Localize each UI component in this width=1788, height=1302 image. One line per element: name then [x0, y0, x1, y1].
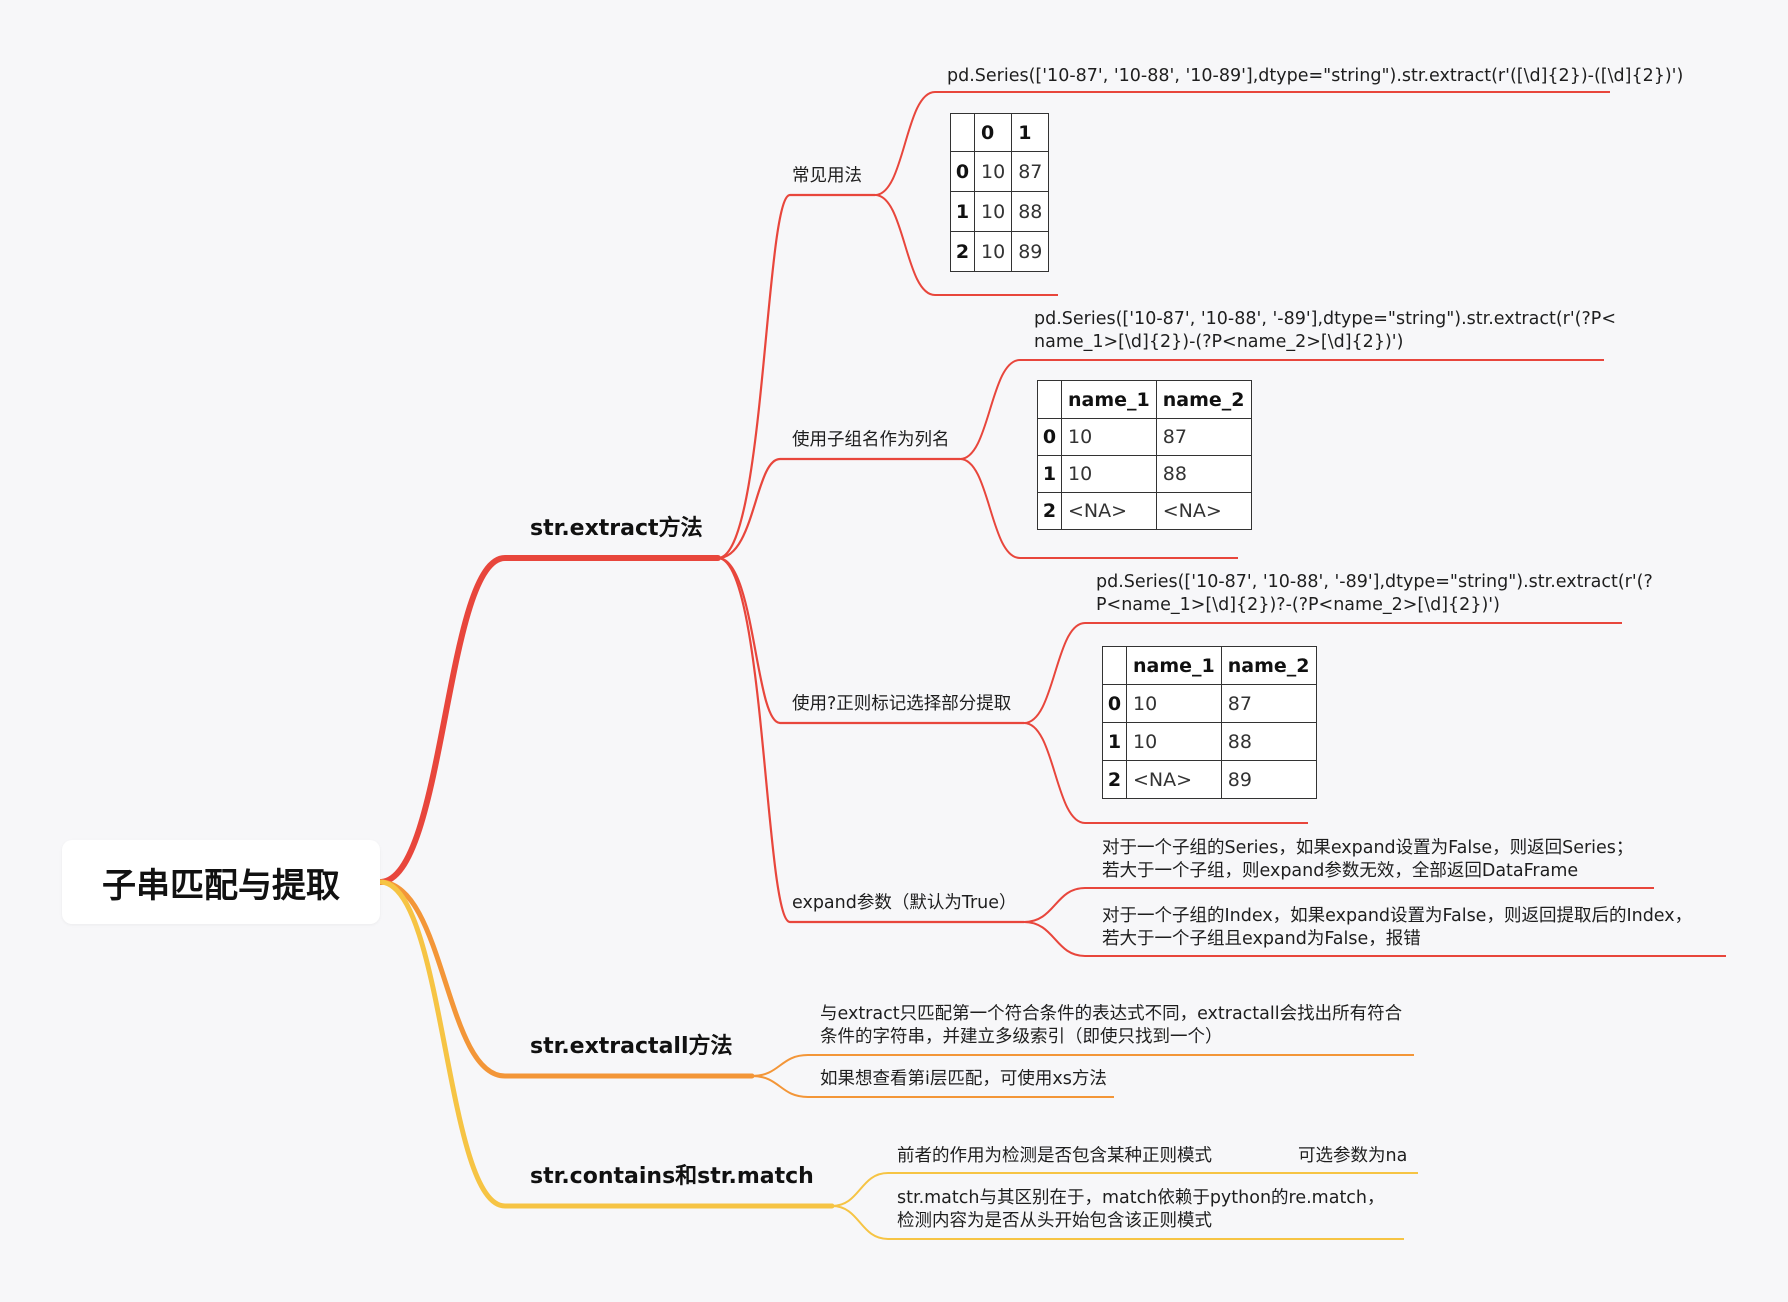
named-result-table: name_1 name_2 0 10 87 1 10 88 2 <NA> <NA… [1037, 380, 1252, 530]
table-header-row: 0 1 [950, 113, 1050, 152]
branch-extractall-note1 [751, 1054, 1414, 1077]
table-row: 1 10 88 [1037, 455, 1252, 493]
branch-named-table [959, 458, 1238, 559]
branch-root-extract [377, 555, 721, 885]
table-cell: 88 [1155, 455, 1252, 493]
table-row: 1 10 88 [950, 191, 1050, 232]
table-row: 2 10 89 [950, 231, 1050, 272]
expand-note2-line2: 若大于一个子组且expand为False，报错 [1102, 929, 1421, 949]
optional-code-line2: P<name_1>[\d]{2})?-(?P<name_2>[\d]{2})') [1096, 595, 1500, 615]
contains-note1-sub: 可选参数为na [1298, 1146, 1408, 1166]
table-row: 0 10 87 [950, 151, 1050, 192]
contains-note2-line2: 检测内容为是否从头开始包含该正则模式 [897, 1211, 1212, 1231]
expand-note1-line1: 对于一个子组的Series，如果expand设置为False，则返回Series… [1102, 838, 1634, 858]
branch-extract-expand [717, 556, 1024, 924]
branch-common-code [874, 91, 1610, 196]
table-cell: <NA> [1155, 492, 1252, 530]
table-cell: name_1 [1126, 646, 1222, 685]
table-cell: 87 [1220, 684, 1317, 723]
node-str-extractall[interactable]: str.extractall方法 [530, 1034, 733, 1059]
node-named-groups[interactable]: 使用子组名作为列名 [792, 430, 950, 450]
optional-result-table: name_1 name_2 0 10 87 1 10 88 2 <NA> 89 [1102, 646, 1317, 799]
table-cell: <NA> [1126, 760, 1222, 799]
branch-expand-note1 [1023, 887, 1654, 923]
table-cell: 10 [1061, 418, 1157, 456]
table-header-cell: 0 [973, 113, 1013, 152]
table-cell [1102, 646, 1127, 685]
branch-optional-code [1023, 622, 1622, 724]
extractall-note1-line1: 与extract只匹配第一个符合条件的表达式不同，extractall会找出所有… [820, 1004, 1403, 1024]
expand-note1-line2: 若大于一个子组，则expand参数无效，全部返回DataFrame [1102, 861, 1579, 881]
table-cell: name_2 [1155, 380, 1252, 419]
table-cell: 88 [1220, 722, 1317, 761]
named-code-line1: pd.Series(['10-87', '10-88', '-89'],dtyp… [1034, 309, 1617, 329]
branch-named-code [959, 359, 1604, 460]
table-cell: 0 [950, 151, 975, 192]
table-row: 2 <NA> 89 [1102, 760, 1317, 799]
table-cell: <NA> [1061, 492, 1157, 530]
table-cell: 10 [1126, 722, 1222, 761]
table-cell: 10 [973, 191, 1013, 232]
table-cell: 1 [950, 191, 975, 232]
node-str-extract[interactable]: str.extract方法 [530, 516, 703, 541]
table-cell: 87 [1011, 151, 1050, 192]
branch-extract-common [717, 193, 875, 560]
table-row: 0 10 87 [1102, 684, 1317, 723]
table-cell: name_1 [1061, 380, 1157, 419]
branch-contains-note2 [831, 1205, 1404, 1240]
table-row: 0 10 87 [1037, 418, 1252, 456]
table-row: 2 <NA> <NA> [1037, 492, 1252, 530]
node-common-usage[interactable]: 常见用法 [792, 166, 862, 186]
root-node[interactable]: 子串匹配与提取 [62, 840, 380, 924]
node-str-contains-match[interactable]: str.contains和str.match [530, 1164, 814, 1189]
table-cell: 1 [1037, 455, 1062, 493]
table-cell: 89 [1011, 231, 1050, 272]
branch-root-extractall [377, 879, 755, 1079]
table-cell: 10 [973, 151, 1013, 192]
table-header-row: name_1 name_2 [1102, 646, 1317, 685]
table-header-cell: 1 [1011, 113, 1050, 152]
contains-note1: 前者的作用为检测是否包含某种正则模式 [897, 1146, 1212, 1166]
table-cell: 2 [950, 231, 975, 272]
table-cell: 10 [1126, 684, 1222, 723]
branch-extract-optional [717, 556, 1024, 725]
table-header-cell [950, 113, 975, 152]
branch-extract-named [717, 457, 960, 560]
branch-optional-table [1023, 722, 1308, 824]
table-cell: 10 [973, 231, 1013, 272]
named-code-line2: name_1>[\d]{2})-(?P<name_2>[\d]{2})') [1034, 332, 1404, 352]
table-cell: 0 [1102, 684, 1127, 723]
table-cell: 0 [1037, 418, 1062, 456]
optional-code-line1: pd.Series(['10-87', '10-88', '-89'],dtyp… [1096, 572, 1653, 592]
branch-contains-note1 [831, 1172, 1418, 1207]
branch-root-contains [377, 879, 835, 1209]
table-row: 1 10 88 [1102, 722, 1317, 761]
node-optional-groups[interactable]: 使用?正则标记选择部分提取 [792, 694, 1012, 714]
expand-note2-line1: 对于一个子组的Index，如果expand设置为False，则返回提取后的Ind… [1102, 906, 1693, 926]
branch-common-table [874, 194, 1058, 296]
table-cell: 2 [1102, 760, 1127, 799]
table-cell: 1 [1102, 722, 1127, 761]
table-header-row: name_1 name_2 [1037, 380, 1252, 419]
branch-extractall-note2 [751, 1075, 1114, 1098]
table-cell: name_2 [1220, 646, 1317, 685]
node-expand-param[interactable]: expand参数（默认为True） [792, 893, 1017, 913]
common-code: pd.Series(['10-87', '10-88', '10-89'],dt… [947, 66, 1684, 86]
branch-expand-note2 [1023, 921, 1726, 957]
extractall-note1-line2: 条件的字符串，并建立多级索引（即使只找到一个） [820, 1027, 1223, 1047]
contains-note2-line1: str.match与其区别在于，match依赖于python的re.match， [897, 1188, 1385, 1208]
table-cell: 87 [1155, 418, 1252, 456]
common-result-table: 0 1 0 10 87 1 10 88 2 10 89 [950, 113, 1050, 272]
table-cell: 89 [1220, 760, 1317, 799]
table-cell: 2 [1037, 492, 1062, 530]
table-cell [1037, 380, 1062, 419]
table-cell: 88 [1011, 191, 1050, 232]
extractall-note2: 如果想查看第i层匹配，可使用xs方法 [820, 1069, 1107, 1089]
table-cell: 10 [1061, 455, 1157, 493]
